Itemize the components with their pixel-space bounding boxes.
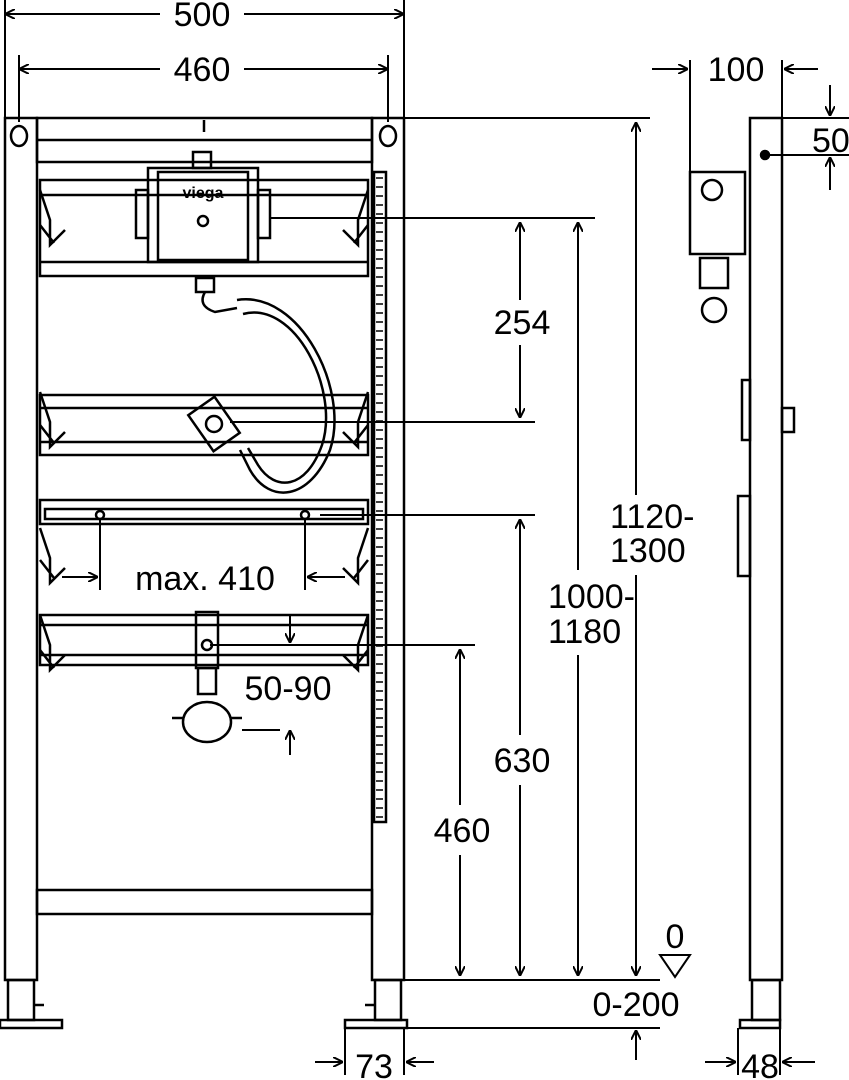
dim-depth: 100 (708, 51, 765, 89)
dim-foot-adjust: 0-200 (593, 986, 680, 1024)
dim-max-span: max. 410 (135, 560, 275, 598)
floor-level-label: 0 (666, 918, 685, 956)
mounting-hole-left (9, 124, 29, 148)
dim-height-range-a-2: 1300 (610, 532, 686, 570)
dim-height-range-b-1: 1000- (548, 578, 635, 616)
dim-foot-depth: 48 (741, 1048, 779, 1080)
dim-top-offset: 50 (812, 122, 849, 160)
brand-logo: viega (183, 185, 224, 202)
dim-height-range-b-2: 1180 (548, 613, 621, 651)
height-scale (372, 170, 388, 824)
dim-height-range-a-1: 1120- (610, 498, 694, 536)
dim-rail-height: 630 (494, 742, 551, 780)
side-valve-box (688, 170, 747, 256)
right-foot (343, 978, 409, 1030)
left-foot (0, 978, 64, 1030)
mounting-hole-right (378, 124, 398, 148)
dim-valve-spacing: 254 (494, 304, 551, 342)
valve-mount-rail (38, 498, 370, 526)
front-frame (3, 116, 406, 982)
dim-clamp-adjust: 50-90 (245, 670, 332, 708)
dimension-lines (4, 0, 849, 1075)
flush-valve-box (134, 150, 272, 264)
dim-clamp-height: 460 (434, 812, 491, 850)
side-post (748, 116, 784, 982)
right-post (370, 116, 406, 982)
dim-foot-width: 73 (355, 1048, 393, 1080)
dim-post-spacing: 460 (174, 51, 231, 89)
left-post (3, 116, 39, 982)
scale-ticks (376, 177, 383, 818)
pipe-clamp (172, 610, 242, 744)
lower-cross-rail (38, 613, 370, 667)
side-view (688, 116, 796, 1030)
upper-cross-rail (38, 178, 370, 278)
supply-hose (186, 276, 336, 494)
dim-overall-width: 500 (174, 0, 231, 34)
bottom-rail (35, 888, 374, 916)
